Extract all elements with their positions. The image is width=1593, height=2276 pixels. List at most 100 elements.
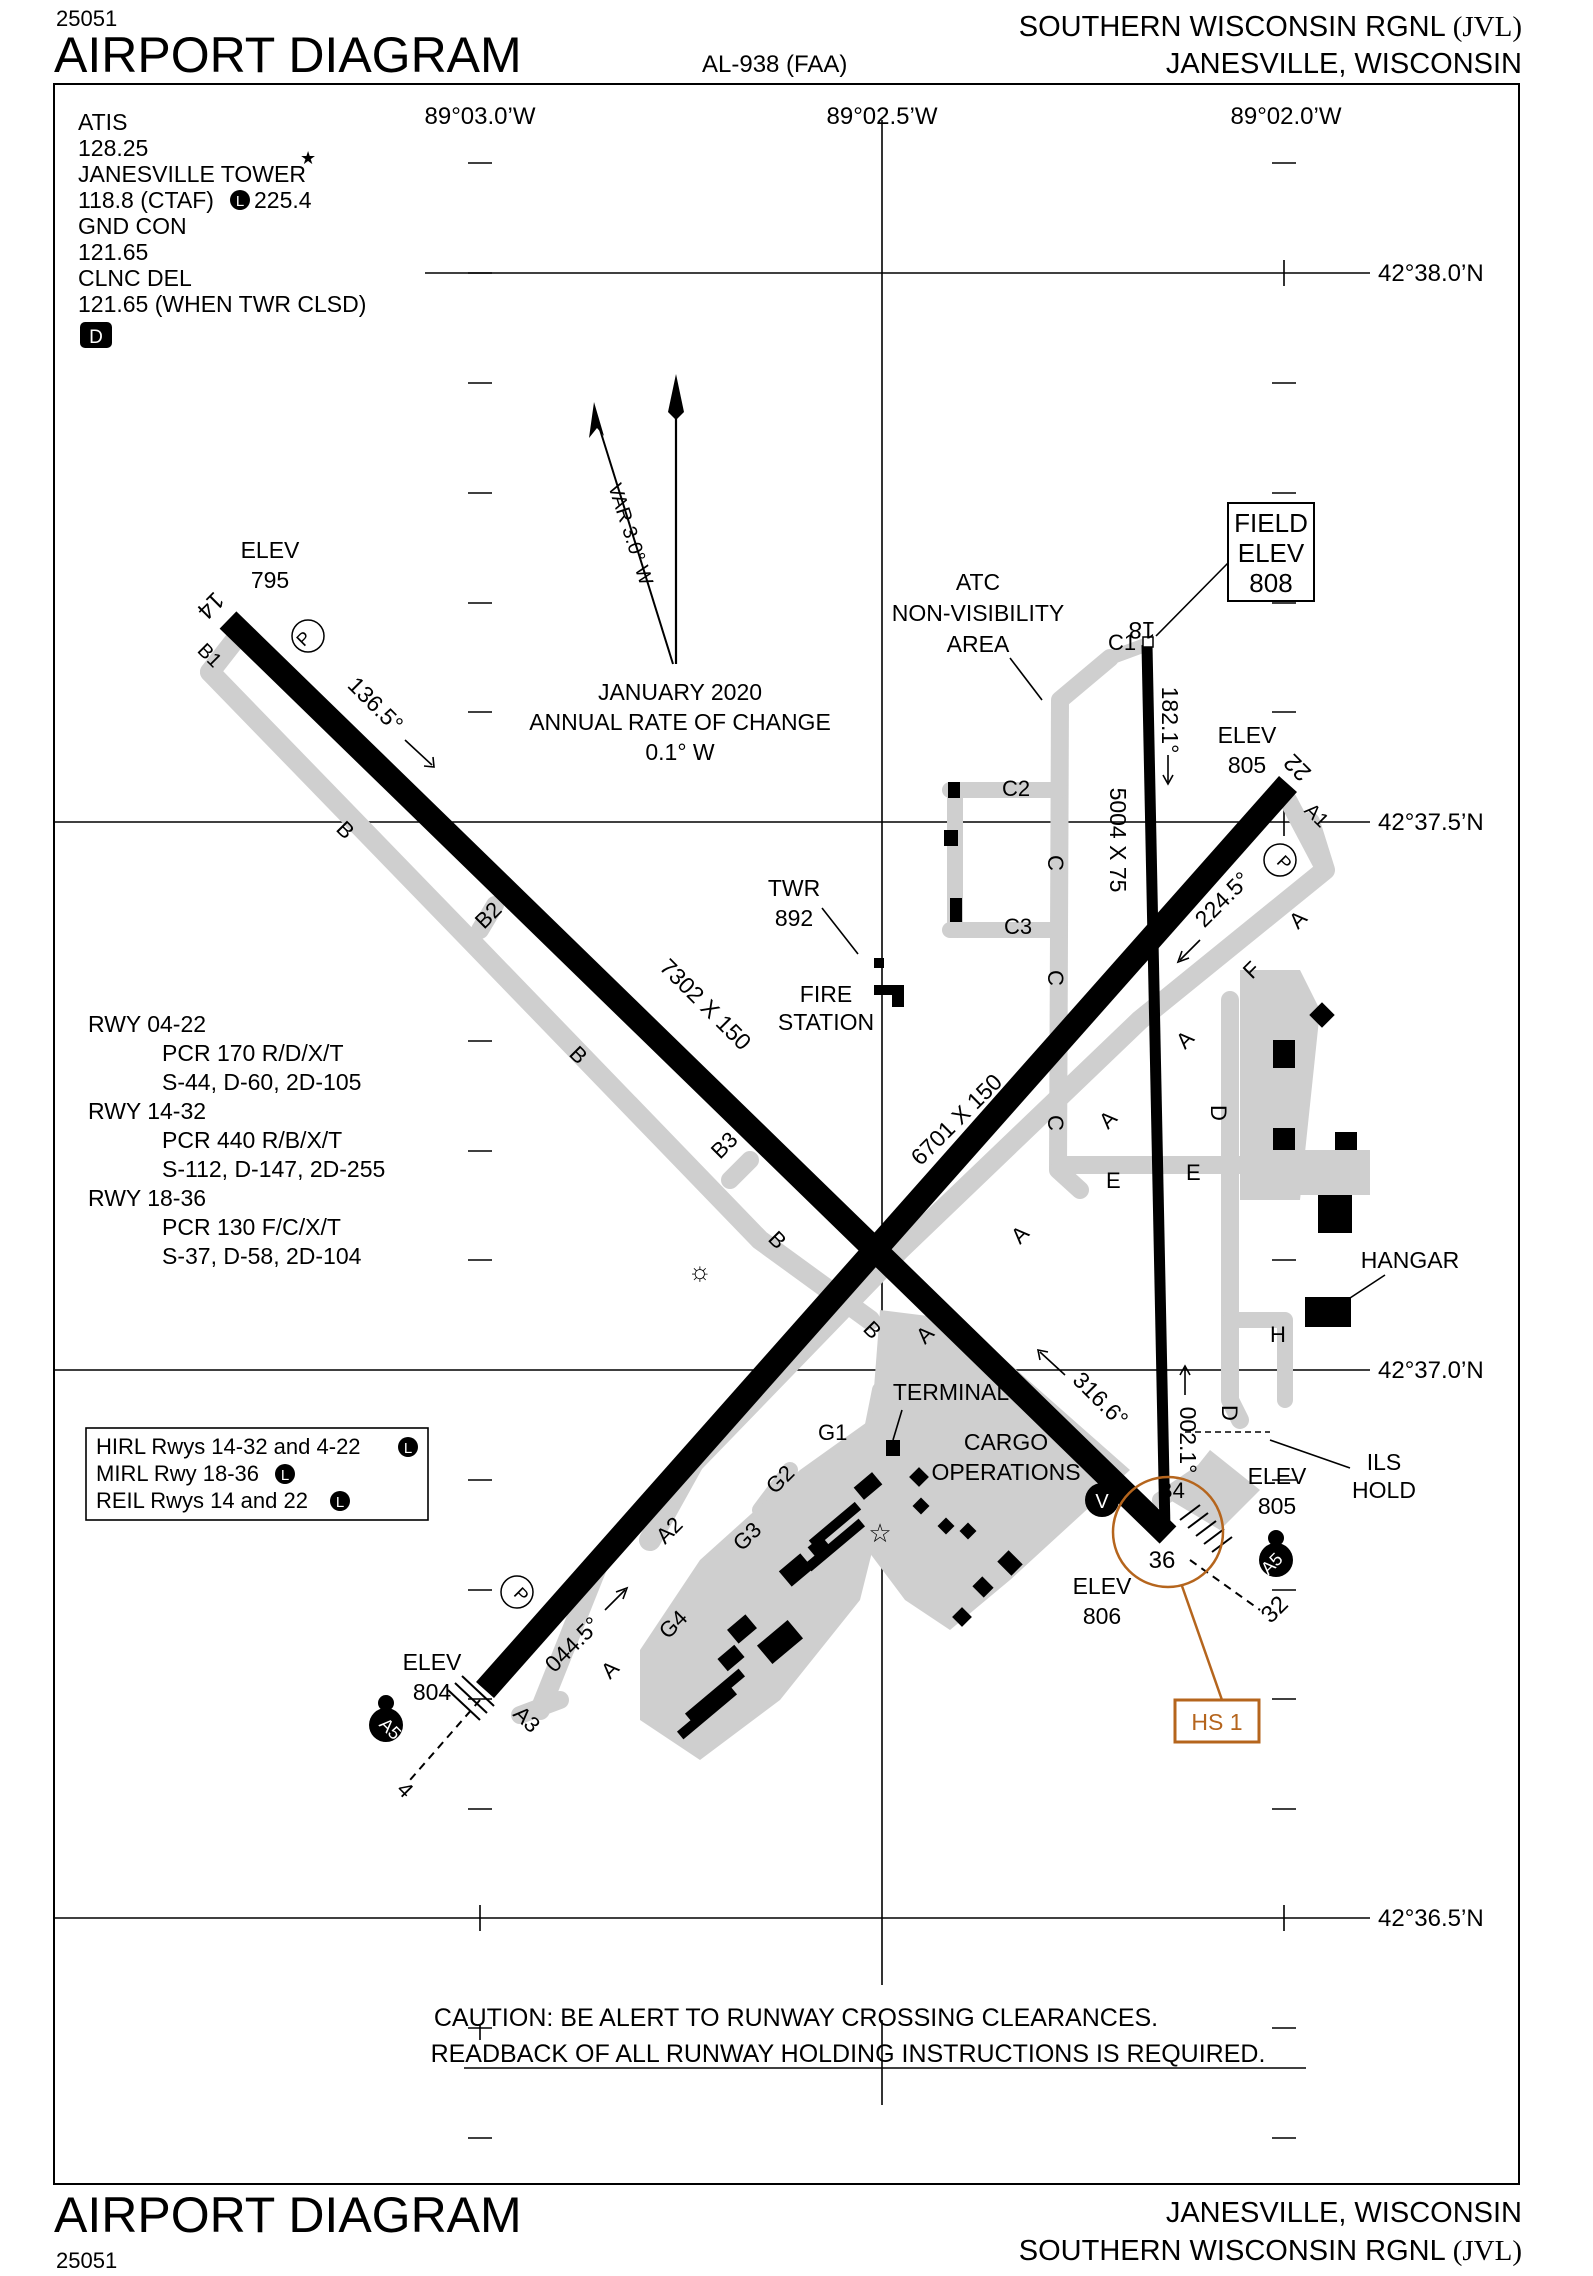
rwy36-label: 36 bbox=[1149, 1547, 1176, 1574]
arrow-136 bbox=[404, 739, 433, 766]
d-atis-badge bbox=[80, 322, 112, 348]
header-city: JANESVILLE, WISCONSIN bbox=[1166, 48, 1522, 80]
taxi-b4-label: B4 bbox=[1158, 1478, 1185, 1503]
magnetic-north-arrowhead bbox=[589, 402, 604, 438]
change-line2: ANNUAL RATE OF CHANGE bbox=[529, 709, 831, 735]
taxi-g1-label: G1 bbox=[818, 1420, 847, 1445]
field-elev-leader bbox=[1155, 562, 1229, 637]
taxi-h-label: H bbox=[1270, 1322, 1286, 1347]
hangar-leader bbox=[1349, 1274, 1386, 1299]
pcr-rwy3-b: S-37, D-58, 2D-104 bbox=[162, 1243, 362, 1269]
taxiway-b2 bbox=[471, 896, 504, 939]
header-airport-name: SOUTHERN WISCONSIN RGNL (JVL) bbox=[1019, 11, 1522, 43]
footer-airport-name-text: SOUTHERN WISCONSIN RGNL bbox=[1019, 2235, 1446, 2267]
cargo-bldg-6 bbox=[972, 1576, 994, 1598]
taxiway-b bbox=[200, 662, 880, 1330]
vor-checkpoint-text: V bbox=[1095, 1491, 1109, 1513]
lat-label-4: 42°36.5’N bbox=[1378, 1905, 1484, 1932]
lighting-l2-badge bbox=[275, 1464, 295, 1484]
hot-spot-label: HS 1 bbox=[1191, 1709, 1242, 1735]
pcr-rwy1-a: PCR 170 R/D/X/T bbox=[162, 1040, 344, 1066]
ga-bldg-1 bbox=[853, 1472, 883, 1500]
atc-area-l2: NON-VISIBILITY bbox=[892, 600, 1065, 626]
east-apron-ext bbox=[1290, 1150, 1370, 1195]
hangar-label: HANGAR bbox=[1361, 1247, 1459, 1273]
taxi-a-label-4: A bbox=[1006, 1220, 1034, 1248]
footer-title: AIRPORT DIAGRAM bbox=[54, 2187, 522, 2243]
arrow-044-head bbox=[615, 1586, 629, 1600]
runways bbox=[219, 611, 1297, 1698]
ga-apron bbox=[640, 1420, 880, 1760]
tower-freq: 118.8 (CTAF) bbox=[78, 187, 214, 213]
header-airport-id: (JVL) bbox=[1453, 11, 1522, 43]
east-apron bbox=[1240, 970, 1320, 1200]
cargo-apron bbox=[860, 1310, 1130, 1630]
field-elevation-box: FIELD ELEV 808 bbox=[1155, 502, 1315, 637]
ga-bldg-6 bbox=[717, 1644, 745, 1672]
pcr-rwy2: RWY 14-32 bbox=[88, 1098, 206, 1124]
lon-label-1: 89°03.0’W bbox=[425, 103, 536, 130]
elev-36: 806 bbox=[1083, 1603, 1121, 1629]
atc-area-l1: ATC bbox=[956, 569, 1000, 595]
lighting-l1-badge-text: L bbox=[404, 1440, 412, 1457]
pcr-rwy2-b: S-112, D-147, 2D-255 bbox=[162, 1156, 385, 1182]
cargo-bldg-5 bbox=[997, 1550, 1023, 1576]
rwy14-label: 14 bbox=[191, 586, 229, 624]
arrow-002-head bbox=[1179, 1364, 1191, 1376]
arrow-182-head bbox=[1162, 774, 1174, 786]
elev-label-22: ELEV bbox=[1218, 722, 1277, 748]
bldg-east-1 bbox=[1273, 1040, 1295, 1068]
footer-code: 25051 bbox=[56, 2248, 117, 2273]
bldg-east-4 bbox=[1318, 1195, 1352, 1233]
rwy32-label: 32 bbox=[1256, 1591, 1294, 1629]
rwy18-threshold bbox=[1142, 636, 1154, 648]
pcr-table: RWY 04-22 PCR 170 R/D/X/T S-44, D-60, 2D… bbox=[88, 1011, 385, 1269]
header-airport-name-text: SOUTHERN WISCONSIN RGNL bbox=[1019, 11, 1446, 43]
cargo-label-1: CARGO bbox=[964, 1429, 1048, 1455]
direction-arrows bbox=[404, 739, 1201, 1611]
symbols: P P P V A5 A5 ☼ ☆ bbox=[291, 619, 1297, 1744]
bldg-east-2 bbox=[1273, 1128, 1295, 1150]
rwy32-centerline-ext bbox=[1189, 1559, 1261, 1611]
taxi-a-label-2: A bbox=[1171, 1025, 1199, 1053]
d-atis-badge-text: D bbox=[89, 327, 103, 348]
taxi-c1-label: C1 bbox=[1108, 630, 1136, 655]
dim-18-36-label: 5004 X 75 bbox=[1105, 788, 1131, 893]
hdg-316-label: 316.6° bbox=[1068, 1367, 1134, 1433]
taxi-c-label-2: C bbox=[1043, 970, 1068, 986]
lon-label-3: 89°02.0’W bbox=[1231, 103, 1342, 130]
magnetic-variation: VAR 3.0° W JANUARY 2020 ANNUAL RATE OF C… bbox=[529, 374, 831, 765]
ga-bldg-5 bbox=[756, 1619, 804, 1665]
hdg-002-label: 002.1° bbox=[1175, 1407, 1201, 1474]
cargo-bldg-4 bbox=[959, 1522, 977, 1540]
atc-area-leader bbox=[1009, 657, 1043, 701]
hot-spot-box bbox=[1173, 1698, 1261, 1744]
tower-uhf-badge-text: L bbox=[236, 193, 244, 210]
elev-label-4: ELEV bbox=[403, 1649, 462, 1675]
bldg-c2b bbox=[944, 830, 958, 846]
atis-label: ATIS bbox=[78, 109, 127, 135]
field-elev-frame bbox=[1227, 502, 1315, 602]
atis-freq: 128.25 bbox=[78, 135, 148, 161]
vor-checkpoint bbox=[1085, 1483, 1119, 1517]
taxi-c-label-3: C bbox=[1043, 1115, 1068, 1131]
facility-labels: TWR 892 FIRE STATION TERMINAL CARGO OPER… bbox=[768, 875, 1459, 1503]
hot-spot-leader bbox=[1180, 1585, 1224, 1701]
elev-22: 805 bbox=[1228, 752, 1266, 778]
header-al-code: AL-938 (FAA) bbox=[702, 51, 847, 78]
gnd-freq: 121.65 bbox=[78, 239, 148, 265]
lighting-l1: HIRL Rwys 14-32 and 4-22 bbox=[96, 1434, 361, 1459]
terminal-label: TERMINAL bbox=[893, 1379, 1010, 1405]
lighting-l2: MIRL Rwy 18-36 bbox=[96, 1461, 259, 1486]
hot-spot-hs1: HS 1 bbox=[1111, 1475, 1261, 1744]
runup-area-p-22 bbox=[1263, 843, 1297, 877]
elev-14: 795 bbox=[251, 567, 289, 593]
elev-4: 804 bbox=[413, 1679, 452, 1705]
fire-station-building-2 bbox=[892, 985, 904, 1007]
true-north-arrowhead bbox=[668, 374, 684, 420]
fire-label-1: FIRE bbox=[800, 981, 852, 1007]
pcr-rwy1-b: S-44, D-60, 2D-105 bbox=[162, 1069, 361, 1095]
twr-label: TWR bbox=[768, 875, 820, 901]
cargo-bldg-2 bbox=[912, 1497, 930, 1515]
arrow-224 bbox=[1179, 939, 1201, 961]
